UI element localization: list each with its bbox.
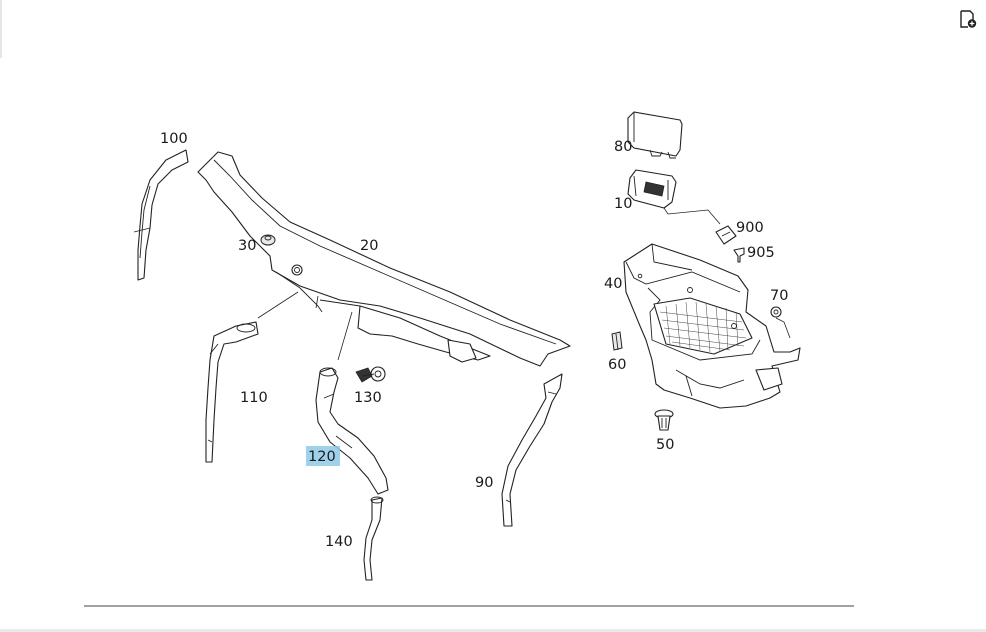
callout-30[interactable]: 30	[238, 238, 256, 254]
callout-100[interactable]: 100	[160, 131, 188, 147]
part-120-drawing[interactable]	[315, 367, 389, 495]
bottom-strip	[0, 629, 986, 632]
part-900-drawing[interactable]	[715, 225, 737, 245]
callout-130[interactable]: 130	[354, 390, 382, 406]
left-edge-strip	[0, 0, 2, 58]
part-30-drawing[interactable]	[260, 234, 276, 246]
callout-80[interactable]: 80	[614, 139, 632, 155]
callout-10[interactable]: 10	[614, 196, 632, 212]
add-to-page-icon	[960, 10, 977, 28]
part-140-drawing[interactable]	[363, 496, 384, 581]
part-100-drawing[interactable]	[133, 149, 189, 281]
callout-900[interactable]: 900	[736, 220, 764, 236]
callout-120-highlight	[306, 446, 340, 466]
intake-mesh	[659, 301, 747, 353]
part-20-drawing[interactable]	[197, 151, 571, 367]
leader-lines	[257, 291, 353, 361]
part-80-drawing[interactable]	[627, 111, 683, 159]
callout-140[interactable]: 140	[325, 534, 353, 550]
part-110-drawing[interactable]	[205, 321, 259, 463]
part-70-drawing[interactable]	[770, 306, 791, 339]
callout-60[interactable]: 60	[608, 357, 626, 373]
callout-120[interactable]: 120	[308, 449, 336, 465]
callout-90[interactable]: 90	[475, 475, 493, 491]
part-905-drawing[interactable]	[733, 247, 745, 263]
part-130-drawing[interactable]	[355, 366, 386, 383]
callout-905[interactable]: 905	[747, 245, 775, 261]
part-90-drawing[interactable]	[501, 373, 563, 527]
part-60-drawing[interactable]	[611, 331, 623, 351]
part-10-drawing[interactable]	[627, 169, 721, 225]
callout-110[interactable]: 110	[240, 390, 268, 406]
part-40-drawing[interactable]	[623, 243, 801, 409]
part-50-drawing[interactable]	[654, 409, 674, 431]
callout-20[interactable]: 20	[360, 238, 378, 254]
callout-70[interactable]: 70	[770, 288, 788, 304]
callout-50[interactable]: 50	[656, 437, 674, 453]
callout-40[interactable]: 40	[604, 276, 622, 292]
add-to-page-button[interactable]	[957, 8, 979, 30]
